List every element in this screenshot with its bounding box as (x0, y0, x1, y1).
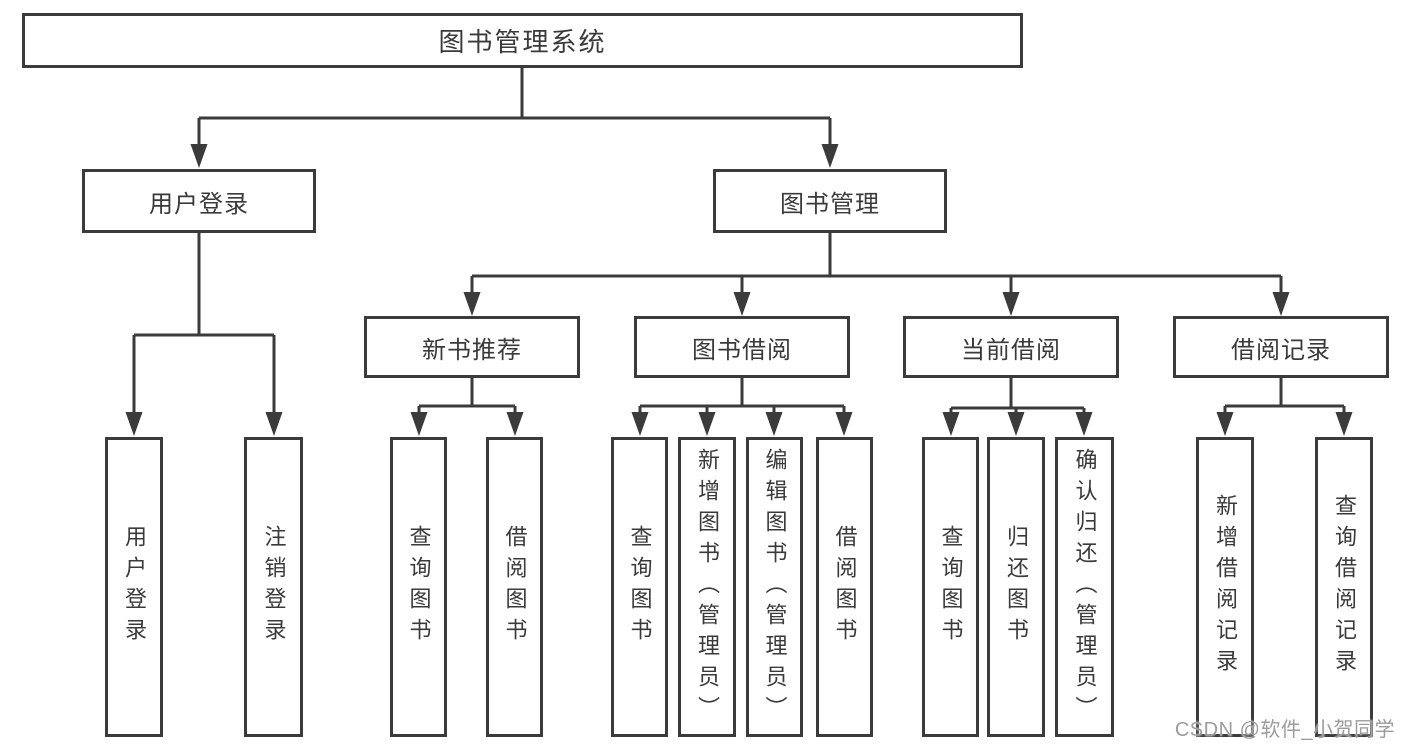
leaf-logout-login-label: 注销登录 (261, 525, 287, 649)
node-borrow-records-label: 借阅记录 (1231, 336, 1331, 364)
leaf-user-login-label: 用户登录 (122, 525, 147, 649)
leaf-query-book-2-label: 查询图书 (627, 525, 653, 649)
leaf-edit-book-admin-label: 编辑图书（管理员） (762, 447, 788, 727)
leaf-return-book: 归还图书 (987, 437, 1045, 737)
leaf-add-borrow-record-label: 新增借阅记录 (1213, 494, 1238, 680)
leaf-edit-book-admin: 编辑图书（管理员） (746, 437, 803, 737)
leaf-add-book-admin-label: 新增图书（管理员） (695, 447, 720, 727)
leaf-query-book-3: 查询图书 (922, 437, 979, 737)
leaf-user-login: 用户登录 (105, 437, 163, 737)
node-user-login: 用户登录 (82, 169, 316, 233)
node-book-borrow: 图书借阅 (634, 316, 850, 378)
leaf-add-borrow-record: 新增借阅记录 (1196, 437, 1254, 737)
node-root: 图书管理系统 (22, 13, 1023, 68)
node-user-login-label: 用户登录 (149, 190, 249, 218)
node-new-book-recommend-label: 新书推荐 (422, 336, 522, 364)
node-book-management-label: 图书管理 (780, 190, 880, 218)
leaf-query-book-1: 查询图书 (390, 437, 447, 737)
leaf-borrow-book-1: 借阅图书 (486, 437, 543, 737)
node-book-management: 图书管理 (713, 169, 947, 233)
leaf-query-book-1-label: 查询图书 (406, 525, 432, 649)
arrowhead-icons (125, 144, 1353, 436)
leaf-add-book-admin: 新增图书（管理员） (678, 437, 736, 737)
node-borrow-records: 借阅记录 (1173, 316, 1389, 378)
leaf-query-book-2: 查询图书 (611, 437, 668, 737)
leaf-borrow-book-1-label: 借阅图书 (502, 525, 528, 649)
leaf-borrow-book-2-label: 借阅图书 (832, 525, 858, 649)
leaf-confirm-return-admin-label: 确认归还（管理员） (1072, 447, 1098, 727)
leaf-query-borrow-record: 查询借阅记录 (1315, 437, 1373, 737)
leaf-return-book-label: 归还图书 (1004, 525, 1029, 649)
csdn-watermark: CSDN @软件_小贺同学 (1174, 719, 1395, 741)
leaf-logout-login: 注销登录 (244, 437, 303, 737)
node-current-borrow-label: 当前借阅 (961, 336, 1061, 364)
node-book-borrow-label: 图书借阅 (692, 336, 792, 364)
node-new-book-recommend: 新书推荐 (364, 316, 580, 378)
leaf-confirm-return-admin: 确认归还（管理员） (1055, 437, 1114, 737)
leaf-borrow-book-2: 借阅图书 (816, 437, 873, 737)
leaf-query-book-3-label: 查询图书 (938, 525, 964, 649)
leaf-query-borrow-record-label: 查询借阅记录 (1332, 494, 1357, 680)
node-root-label: 图书管理系统 (438, 27, 607, 57)
node-current-borrow: 当前借阅 (903, 316, 1119, 378)
